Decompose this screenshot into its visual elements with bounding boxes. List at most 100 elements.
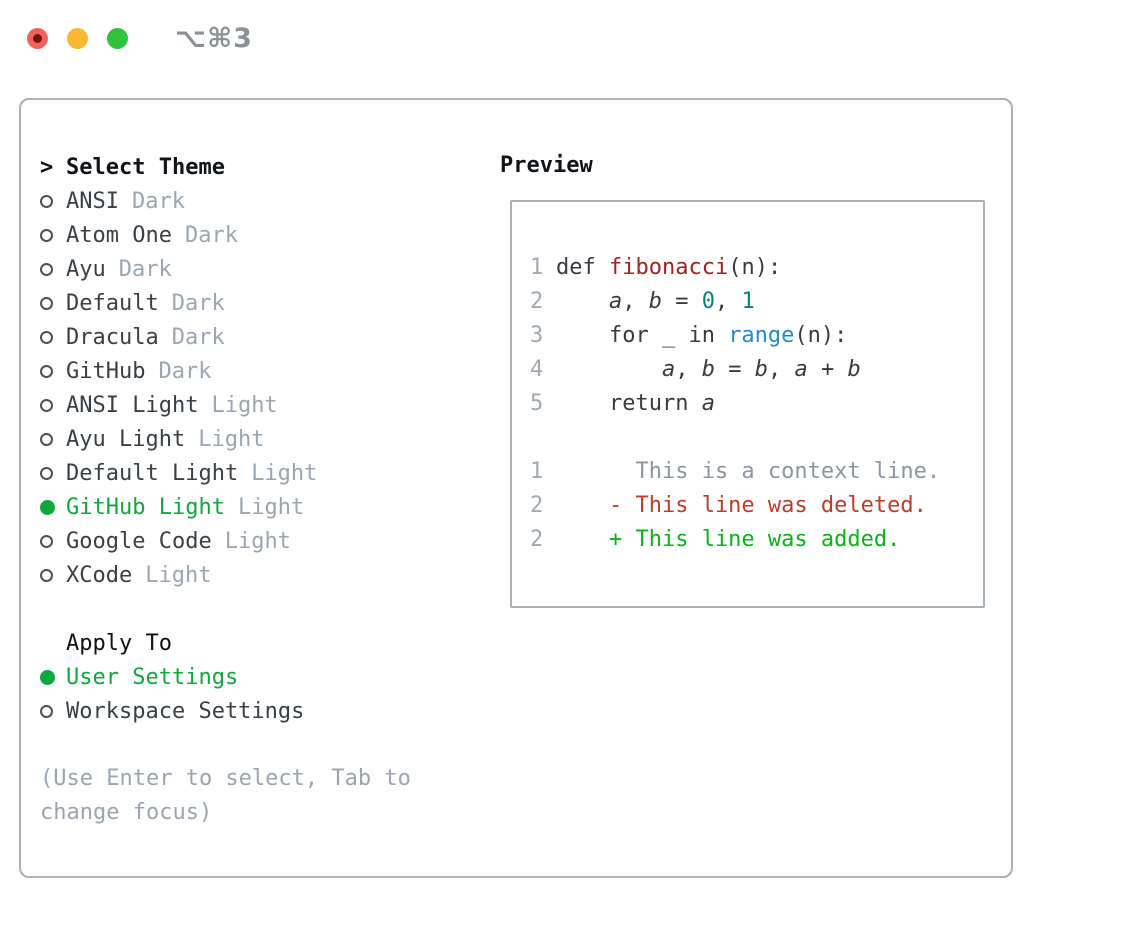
radio-column (40, 466, 66, 480)
option-label: Dracula (66, 324, 159, 350)
spacer (40, 592, 440, 626)
theme-option[interactable]: XCode Light (40, 558, 440, 592)
apply-to-header: Apply To (40, 626, 440, 660)
radio-column (40, 228, 66, 242)
code-token: b (701, 357, 715, 382)
option-variant-label: Dark (184, 222, 238, 248)
code-line: 2 - This line was deleted. (530, 489, 983, 523)
theme-option[interactable]: Google Code Light (40, 524, 440, 558)
code-token: , (675, 357, 702, 382)
prompt-icon: > (40, 154, 54, 180)
line-number: 2 (530, 493, 544, 518)
code-token: 0 (701, 289, 715, 314)
code-token: return (556, 391, 702, 416)
line-number: 2 (530, 527, 544, 552)
option-label: Google Code (66, 528, 212, 554)
option-variant-label: Light (198, 426, 265, 452)
option-label: Workspace Settings (66, 698, 305, 724)
option-label: Ayu (66, 256, 106, 282)
preview-title: Preview (500, 152, 593, 178)
theme-option[interactable]: ANSI Dark (40, 184, 440, 218)
code-token: 1 (741, 289, 755, 314)
minimize-button[interactable] (67, 27, 88, 49)
option-label: Default Light (66, 460, 239, 486)
radio-icon (40, 704, 53, 718)
apply-to-option[interactable]: User Settings (40, 660, 440, 694)
code-token: b (754, 357, 768, 382)
option-variant-label: Dark (131, 188, 185, 214)
radio-icon (40, 432, 53, 446)
code-line: 2 a, b = 0, 1 (530, 285, 983, 319)
option-variant-label: Dark (158, 358, 212, 384)
theme-option[interactable]: Atom One Dark (40, 218, 440, 252)
code-token: , (767, 357, 795, 382)
radio-icon (40, 194, 53, 208)
code-token: for _ in (556, 323, 729, 348)
theme-option[interactable]: GitHub Dark (40, 354, 440, 388)
code-line: 3 for _ in range(n): (530, 319, 983, 353)
radio-column (40, 364, 66, 378)
line-number: 3 (530, 323, 544, 348)
zoom-button[interactable] (107, 27, 128, 49)
code-token (556, 289, 609, 314)
radio-column (40, 296, 66, 310)
radio-selected-icon (40, 669, 55, 685)
code-token: (n): (794, 323, 848, 348)
apply-to-title: Apply To (66, 630, 172, 656)
option-variant-label: Light (251, 460, 318, 486)
radio-column (40, 669, 66, 685)
spacer (40, 728, 440, 762)
code-token: def (556, 255, 609, 280)
code-token (556, 357, 662, 382)
code-token: (n): (728, 255, 782, 280)
code-token: b (648, 289, 662, 314)
option-variant-label: Light (224, 528, 291, 554)
radio-column (40, 398, 66, 412)
line-number: 1 (530, 255, 544, 280)
line-number: 2 (530, 289, 544, 314)
radio-column (40, 499, 66, 515)
option-label: XCode (66, 562, 133, 588)
code-token: a (661, 357, 676, 382)
theme-option[interactable]: Default Light Light (40, 456, 440, 490)
option-variant-label: Light (237, 494, 305, 520)
radio-icon (40, 364, 53, 378)
close-button[interactable] (27, 27, 48, 49)
code-line: 2 + This line was added. (530, 523, 983, 557)
option-label: Atom One (66, 222, 172, 248)
select-theme-header: > Select Theme (40, 150, 440, 184)
line-number: 5 (530, 391, 544, 416)
code-token: a (608, 289, 623, 314)
line-number: 4 (530, 357, 544, 382)
code-token: - This line was deleted. (556, 493, 927, 518)
apply-to-option[interactable]: Workspace Settings (40, 694, 440, 728)
option-variant-label: Dark (171, 290, 225, 316)
code-line: 4 a, b = b, a + b (530, 353, 983, 387)
code-token: range (728, 323, 795, 348)
radio-column (40, 568, 66, 582)
option-variant-label: Light (145, 562, 212, 588)
code-token: = (714, 357, 755, 382)
code-line: 5 return a (530, 387, 983, 421)
option-variant-label: Dark (118, 256, 172, 282)
radio-icon (40, 228, 53, 242)
theme-option[interactable]: Ayu Light Light (40, 422, 440, 456)
option-label: ANSI (66, 188, 119, 214)
option-label: GitHub (66, 358, 146, 384)
radio-column (40, 262, 66, 276)
radio-column (40, 194, 66, 208)
code-token: , (622, 289, 649, 314)
option-label: Ayu Light (66, 426, 186, 452)
theme-option[interactable]: Ayu Dark (40, 252, 440, 286)
